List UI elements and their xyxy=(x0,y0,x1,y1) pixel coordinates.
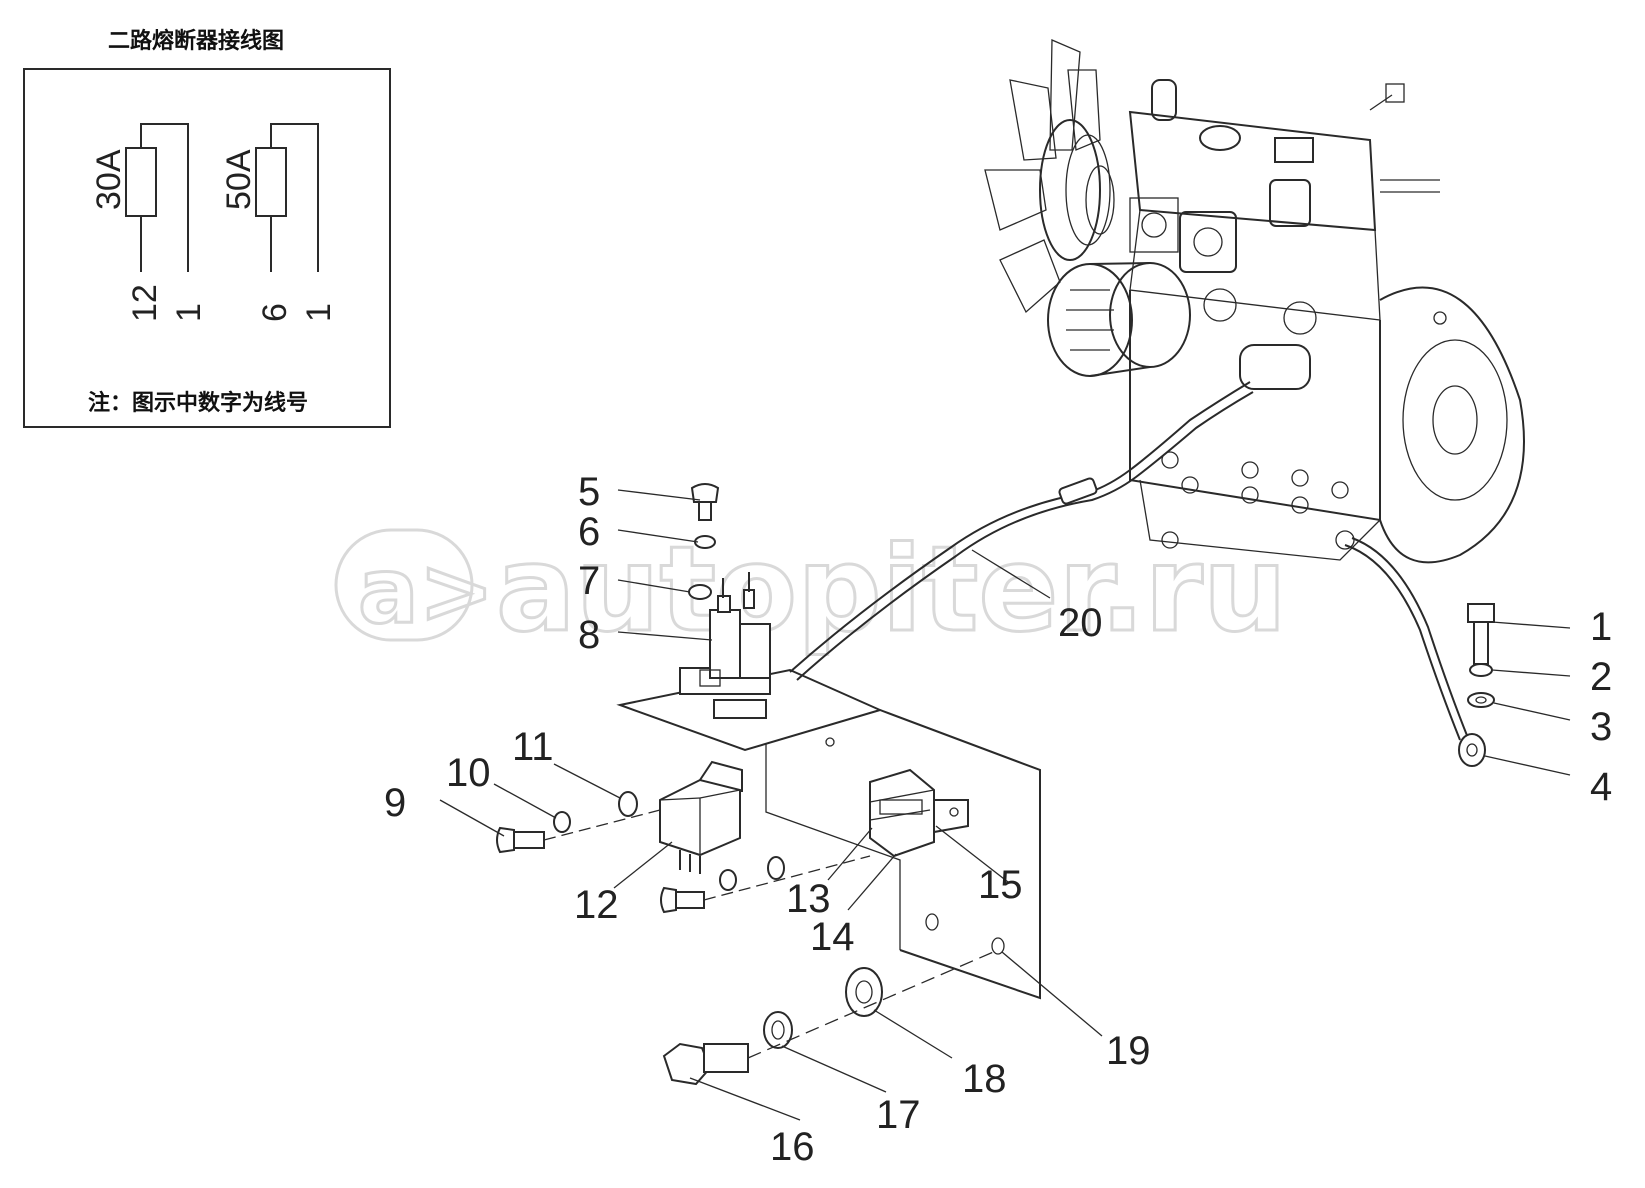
relay-washer-7 xyxy=(688,584,712,600)
callout-17: 17 xyxy=(876,1093,921,1137)
plate-hole-b xyxy=(991,937,1005,955)
callout-15: 15 xyxy=(978,863,1023,907)
svg-text:a>: a> xyxy=(358,539,494,644)
callout-2: 2 xyxy=(1590,655,1612,699)
leader-lines xyxy=(439,489,1571,1121)
inset-frame xyxy=(23,68,391,428)
starter-relay-8 xyxy=(679,572,771,719)
cable-connector xyxy=(1058,477,1098,505)
flat-washer xyxy=(1467,692,1495,708)
callout-5: 5 xyxy=(578,470,600,514)
callout-20: 20 xyxy=(1058,601,1103,645)
alternator xyxy=(1047,262,1191,377)
fuse-box-bracket xyxy=(933,799,969,834)
oil-filler xyxy=(1151,79,1177,121)
callout-13: 13 xyxy=(786,877,831,921)
flywheel-housing xyxy=(1379,286,1525,564)
flasher-fasteners xyxy=(496,791,871,914)
fan-pulley xyxy=(1039,119,1101,261)
flywheel xyxy=(1402,339,1508,501)
fuse-50a-wire-a: 6 xyxy=(256,303,294,322)
callout-16: 16 xyxy=(770,1125,815,1169)
fuse-30a-body xyxy=(125,147,157,217)
callout-6: 6 xyxy=(578,510,600,554)
callout-11: 11 xyxy=(512,725,554,769)
plate-fasteners xyxy=(662,949,999,1086)
callout-10: 10 xyxy=(446,751,491,795)
fuse-30a-wire-b: 1 xyxy=(170,303,208,322)
callout-1: 1 xyxy=(1590,605,1612,649)
valve-cover xyxy=(1128,110,1377,232)
spring-washer-17 xyxy=(763,1011,793,1049)
washer-10 xyxy=(553,811,571,833)
fuse-50a-body xyxy=(255,147,287,217)
cables xyxy=(789,381,1486,767)
engine-block xyxy=(1129,290,1381,522)
callout-18: 18 xyxy=(962,1057,1007,1101)
starter-motor xyxy=(1239,344,1311,390)
fuse-50a: 50A 6 1 xyxy=(220,123,338,322)
watermark-logo xyxy=(334,528,474,642)
inset-title: 二路熔断器接线图 xyxy=(108,28,284,54)
plate-hole-a xyxy=(925,913,939,931)
callout-8: 8 xyxy=(578,613,600,657)
fuse-wiring-inset: 二路熔断器接线图 30A 12 1 50A 6 1 注：图示中数字为线号 xyxy=(23,28,391,428)
callout-9: 9 xyxy=(384,781,406,825)
mounting-plate-assembly xyxy=(496,483,1041,1086)
thermostat-housing xyxy=(1179,211,1237,273)
callout-7: 7 xyxy=(578,559,600,603)
fuse-50a-wire-b: 1 xyxy=(300,303,338,322)
fuse-box xyxy=(869,768,969,858)
mounting-plate-19 xyxy=(879,709,1041,1000)
ground-bolt-head xyxy=(1467,603,1495,623)
engine-assembly xyxy=(984,39,1525,564)
washer-11 xyxy=(618,791,638,817)
spring-washer xyxy=(1469,663,1493,677)
callout-4: 4 xyxy=(1590,765,1612,809)
callout-12: 12 xyxy=(574,883,619,927)
callout-14: 14 xyxy=(810,915,855,959)
callout-19: 19 xyxy=(1106,1029,1151,1073)
ground-bolt-shank xyxy=(1473,621,1489,665)
fuse-30a-rating: 30A xyxy=(90,149,128,210)
fuse-30a-wire-a: 12 xyxy=(126,284,164,322)
relay-screw-5 xyxy=(690,483,720,503)
flat-washer-18 xyxy=(845,967,883,1017)
screw-9 xyxy=(496,826,515,854)
fuse-30a: 30A 12 1 xyxy=(90,123,208,322)
filler-cap xyxy=(1199,125,1241,151)
ground-fasteners xyxy=(1467,603,1495,708)
callout-numbers: 1 2 3 4 5 6 7 8 9 10 11 12 13 14 15 16 1… xyxy=(384,470,1612,1169)
watermark: a> autopiter.ru xyxy=(334,519,1288,660)
callout-3: 3 xyxy=(1590,705,1612,749)
fuse-50a-rating: 50A xyxy=(220,149,258,210)
ground-lug xyxy=(1458,733,1486,767)
flasher-relay-12 xyxy=(659,760,743,874)
oil-pan xyxy=(1139,479,1381,561)
ground-cable xyxy=(1344,544,1461,741)
inset-note: 注：图示中数字为线号 xyxy=(88,390,308,416)
